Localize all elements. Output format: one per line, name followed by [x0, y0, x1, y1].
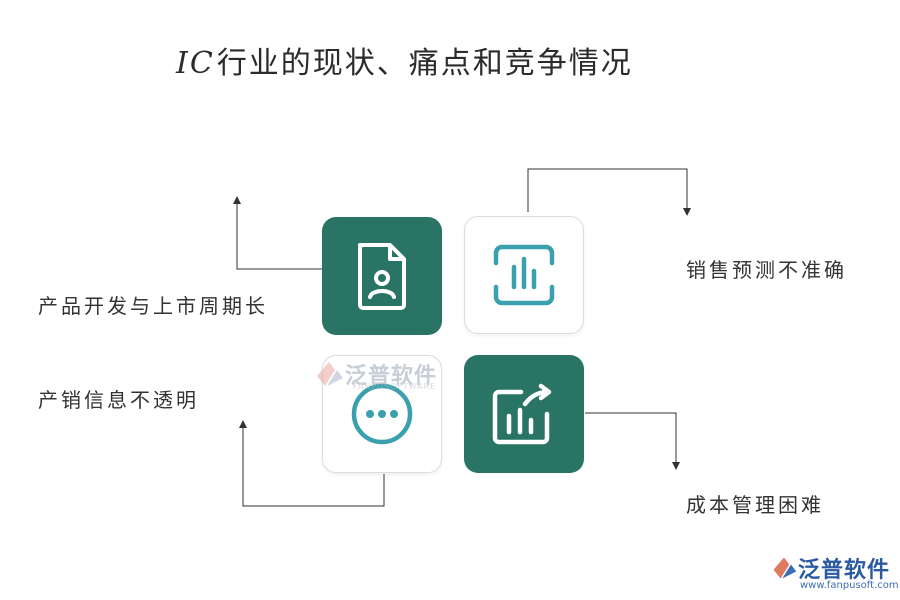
user-document-icon [358, 243, 406, 310]
tile-top-left [322, 217, 442, 335]
tile-bottom-right [464, 355, 584, 473]
bar-chart-scan-icon [493, 244, 555, 306]
connector-bottom-left [239, 420, 385, 507]
brand-logo: 泛普软件 www.fanpusoft.com [770, 552, 899, 596]
fanpu-brand-icon [773, 557, 797, 579]
connector-top-left [233, 196, 322, 270]
connector-top-right [527, 168, 691, 216]
brand-name: 泛普软件 [798, 558, 891, 583]
tile-top-right [464, 216, 584, 334]
label-bottom-left: 产销信息不透明 [38, 388, 199, 412]
label-top-left: 产品开发与上市周期长 [38, 294, 268, 318]
label-top-right: 销售预测不准确 [686, 258, 847, 282]
title-text: 行业的现状、痛点和竞争情况 [216, 46, 633, 81]
brand-url: www.fanpusoft.com [800, 580, 899, 591]
title-prefix: IC [176, 46, 215, 81]
label-bottom-right: 成本管理困难 [686, 493, 824, 517]
tile-bottom-left [322, 355, 442, 473]
more-dots-icon [351, 383, 413, 445]
growth-chart-icon [492, 383, 552, 445]
page-title: IC行业的现状、痛点和竞争情况 [176, 38, 633, 82]
connector-bottom-right [585, 412, 680, 470]
